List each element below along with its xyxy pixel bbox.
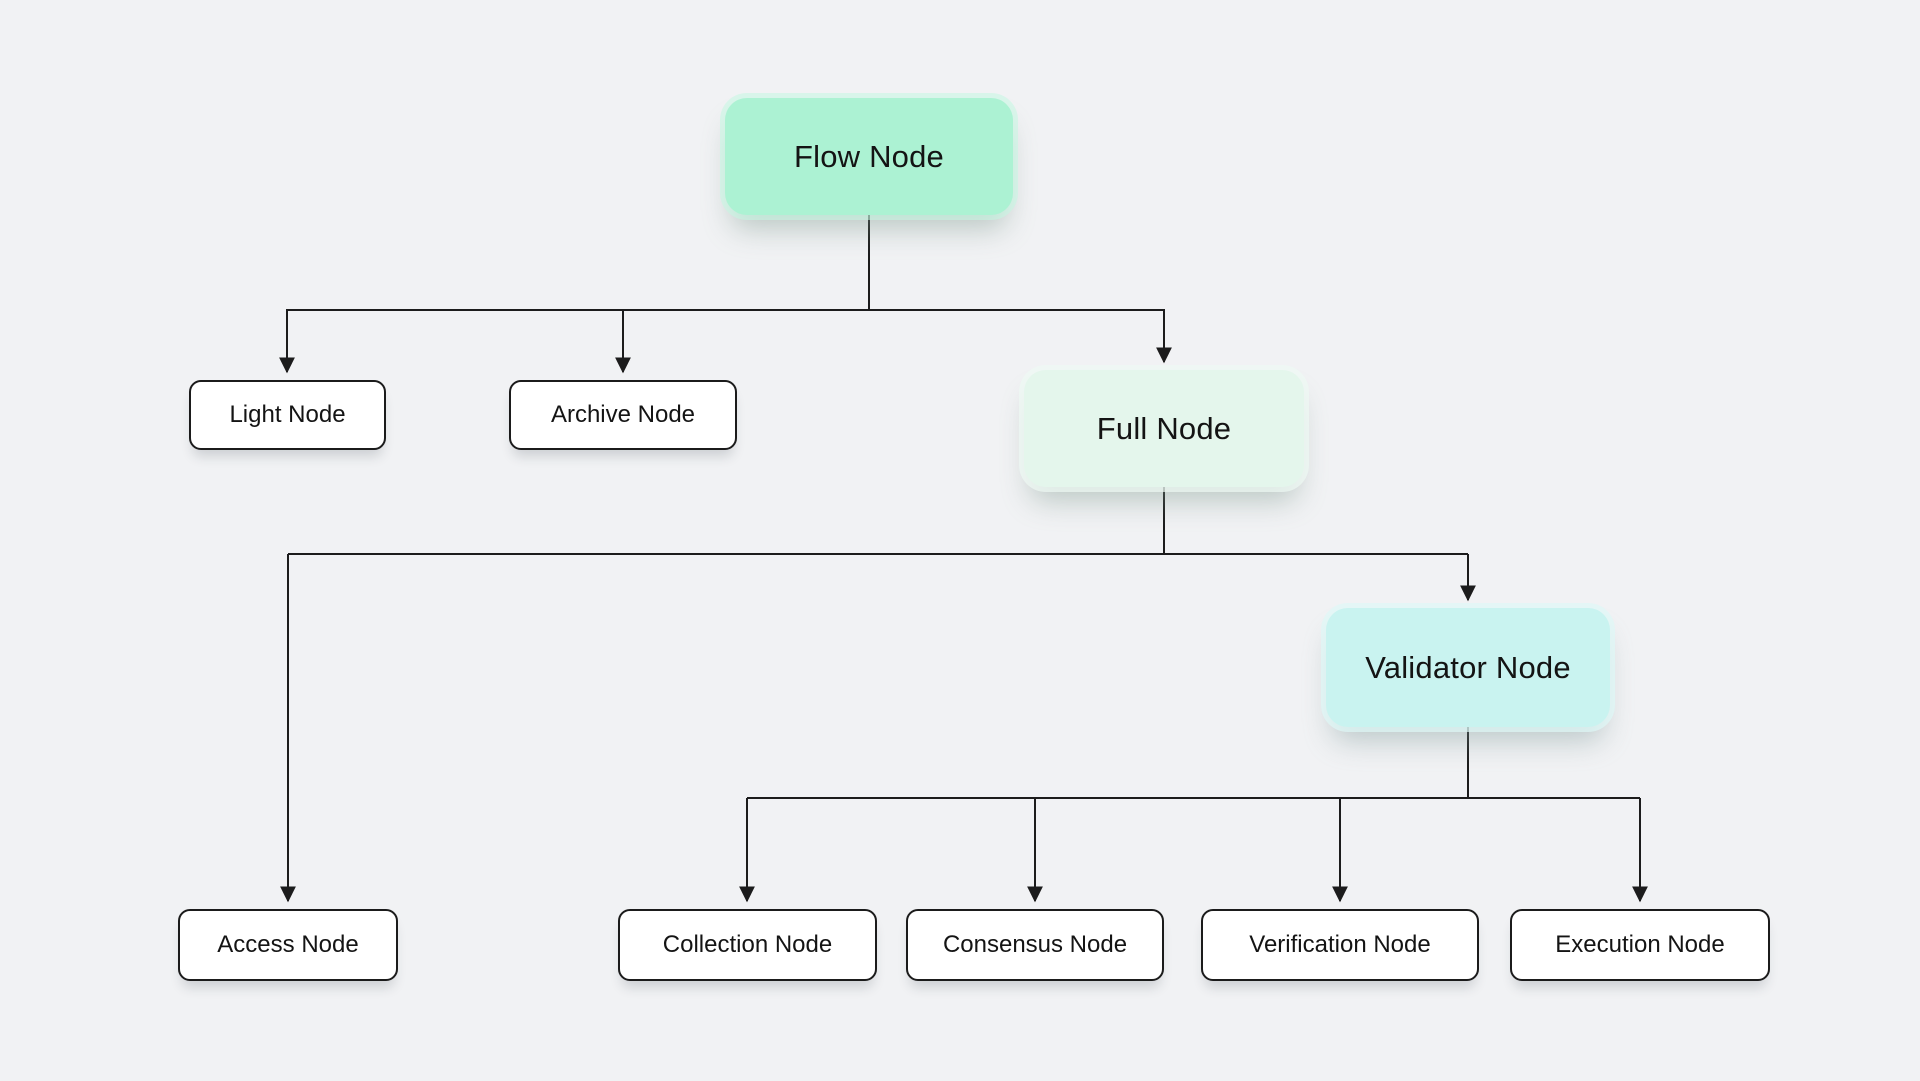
node-access: Access Node <box>178 909 398 981</box>
node-consensus: Consensus Node <box>906 909 1164 981</box>
node-validator-label: Validator Node <box>1365 649 1571 685</box>
node-light: Light Node <box>189 380 386 450</box>
node-archive-label: Archive Node <box>550 401 696 428</box>
node-execution: Execution Node <box>1510 909 1770 981</box>
node-flow: Flow Node <box>725 98 1013 215</box>
edge-group-flow-children <box>279 215 1172 374</box>
node-execution-label: Execution Node <box>1555 931 1725 958</box>
node-verification-label: Verification Node <box>1249 931 1431 958</box>
node-light-label: Light Node <box>229 401 346 428</box>
node-verification: Verification Node <box>1201 909 1479 981</box>
node-archive: Archive Node <box>509 380 737 450</box>
node-consensus-label: Consensus Node <box>942 931 1128 958</box>
edge-group-validator-children <box>739 727 1648 903</box>
node-full-label: Full Node <box>1096 410 1232 446</box>
node-full: Full Node <box>1024 370 1304 487</box>
node-collection: Collection Node <box>618 909 877 981</box>
edge-group-full-children <box>280 487 1476 903</box>
node-validator: Validator Node <box>1326 608 1610 727</box>
node-access-label: Access Node <box>217 931 359 958</box>
node-flow-label: Flow Node <box>794 138 944 174</box>
node-collection-label: Collection Node <box>662 931 833 958</box>
